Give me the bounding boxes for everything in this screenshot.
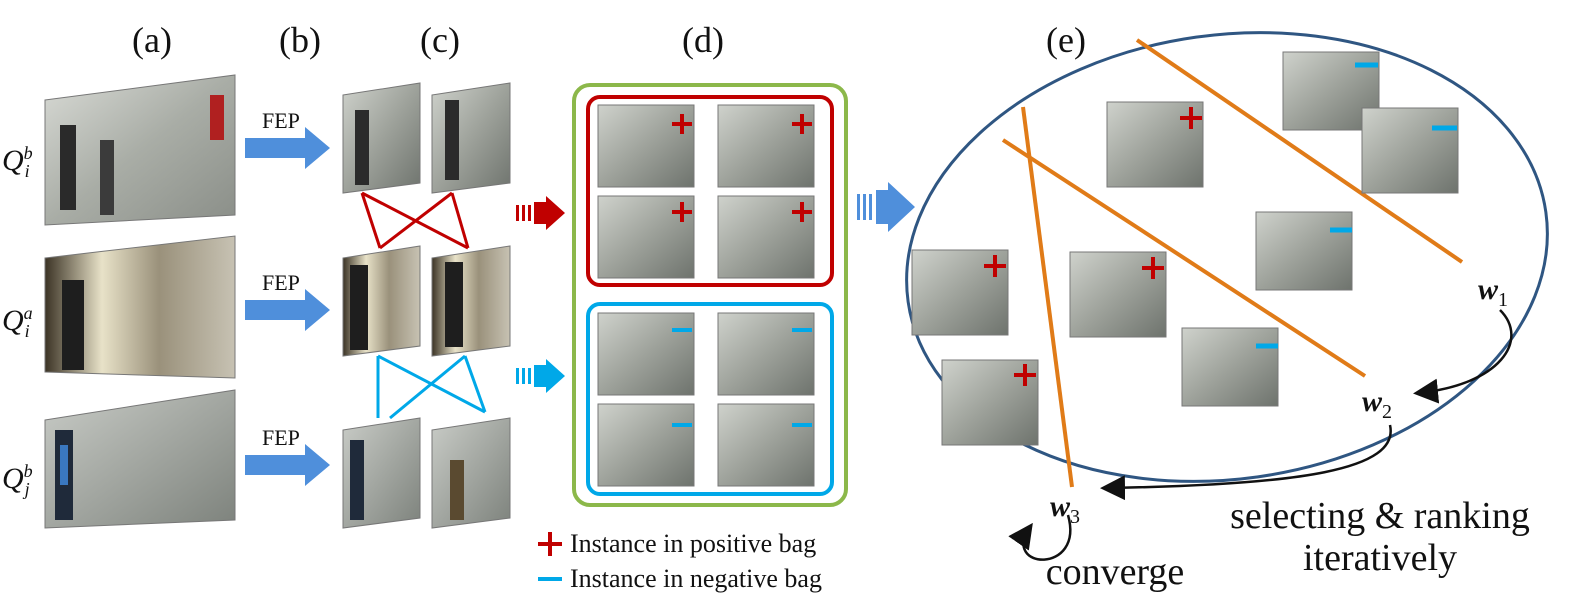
- weight-w2: w2: [1362, 385, 1393, 423]
- fep-label-2: FEP: [262, 270, 300, 295]
- feature-space-ellipse: [905, 31, 1549, 483]
- positive-bag: [586, 95, 834, 287]
- query-label-2: Qai: [2, 303, 33, 341]
- panel-label-a: (a): [132, 20, 172, 60]
- converge-caption: converge: [1045, 551, 1185, 593]
- iteration-arrows: [1008, 309, 1513, 561]
- fep-arrow-1: [245, 127, 330, 169]
- panel-label-e: (e): [1046, 20, 1086, 60]
- negative-bag-arrow: [516, 359, 565, 393]
- positive-bag-instances: [597, 104, 815, 279]
- negative-bag: [586, 302, 834, 496]
- video-volume-2: [44, 235, 236, 379]
- fep-label-3: FEP: [262, 425, 300, 450]
- fep-arrow-2: [245, 289, 330, 331]
- ranking-hyperplanes: [1001, 38, 1464, 488]
- positive-bag-arrow: [516, 196, 565, 230]
- fragment-cubes: [342, 82, 511, 529]
- selecting-caption-line1: selecting & ranking: [1230, 495, 1530, 537]
- fep-label-1: FEP: [262, 108, 300, 133]
- negative-pair-lines: [376, 354, 487, 420]
- negative-bag-instances: [597, 312, 815, 487]
- query-label-3: Qbj: [2, 461, 33, 499]
- panel-label-b: (b): [279, 20, 321, 60]
- legend-negative-label: Instance in negative bag: [570, 564, 822, 593]
- positive-pair-lines: [360, 191, 470, 250]
- weight-w3: w3: [1050, 490, 1081, 528]
- to-ranking-arrow: [857, 182, 915, 232]
- panel-label-d: (d): [682, 20, 724, 60]
- selecting-caption-line2: iteratively: [1302, 537, 1458, 579]
- legend-positive-icon: [538, 532, 562, 556]
- video-volume-1: [44, 74, 236, 226]
- video-volume-3: [44, 389, 236, 529]
- fep-arrow-3: [245, 444, 330, 486]
- bag-container: [572, 83, 848, 507]
- weight-w1: w1: [1478, 273, 1509, 311]
- legend-positive-label: Instance in positive bag: [570, 529, 817, 558]
- query-label-1: Qbi: [2, 143, 33, 181]
- ranked-instances: [911, 51, 1459, 446]
- panel-label-c: (c): [420, 20, 460, 60]
